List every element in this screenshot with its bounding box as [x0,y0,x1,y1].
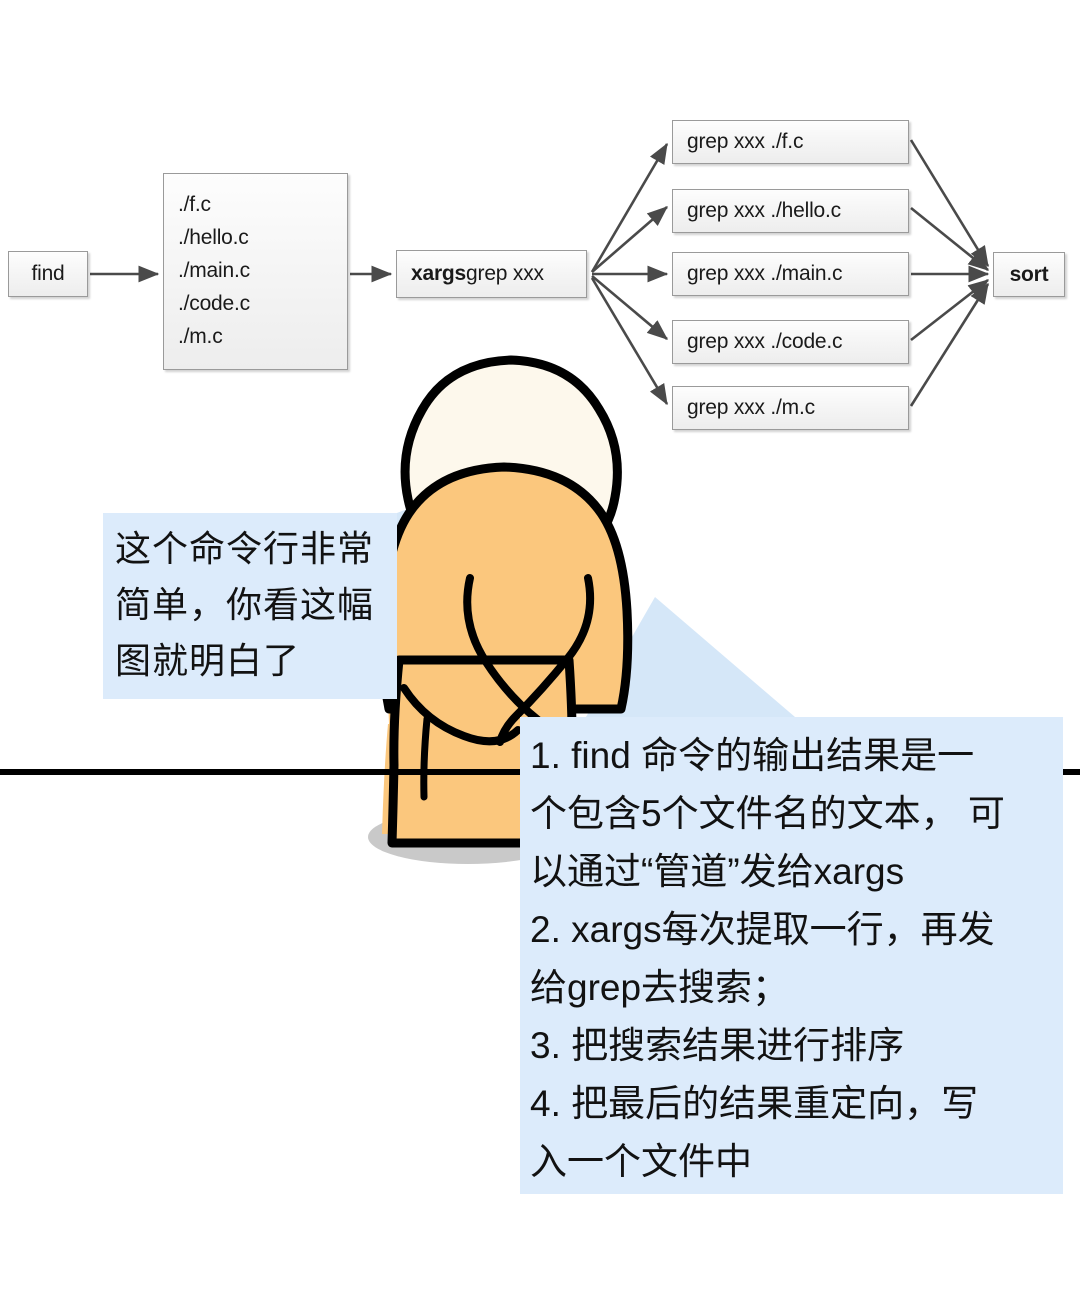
speech-main-line: 以通过“管道”发给xargs [530,851,905,892]
node-grep-command[interactable]: grep xxx ./hello.c [672,189,909,233]
file-list-item: ./main.c [178,259,250,282]
node-grep-command[interactable]: grep xxx ./f.c [672,120,909,164]
node-grep-command[interactable]: grep xxx ./m.c [672,386,909,430]
speech-main-line: 个包含5个文件名的文本， 可 [530,793,1005,834]
node-grep-label: grep xxx ./code.c [687,330,843,353]
robe-shoulders [378,462,633,714]
speech-left-line: 简单，你看这幅 [115,584,375,625]
file-list-item: ./hello.c [178,226,249,249]
file-list-item: ./m.c [178,325,223,348]
node-sort-label: sort [1009,262,1049,286]
speech-main-line: 4. 把最后的结果重定向，写 [530,1083,979,1124]
ear-left [431,474,461,520]
node-grep-label: grep xxx ./main.c [687,262,843,285]
speech-left-line: 图就明白了 [115,640,301,681]
speech-bubble-left: 这个命令行非常 简单，你看这幅 图就明白了 [103,513,397,699]
file-list-item: ./code.c [178,292,250,315]
node-file-list[interactable]: ./f.c ./hello.c ./main.c ./code.c ./m.c [163,173,348,370]
file-list-item: ./f.c [178,193,211,216]
speech-bubble-main: 1. find 命令的输出结果是一 个包含5个文件名的文本， 可 以通过“管道”… [520,717,1063,1194]
node-xargs-keyword: xargs [411,262,467,285]
speech-tail-left [397,484,470,575]
speech-main-line: 入一个文件中 [530,1141,752,1182]
node-grep-label: grep xxx ./m.c [687,396,815,419]
node-grep-label: grep xxx ./f.c [687,130,804,153]
speech-tail-right [586,597,795,717]
robe-fold [420,715,431,801]
ear-right [563,474,593,520]
speech-left-line: 这个命令行非常 [115,528,375,569]
node-find[interactable]: find [8,251,88,297]
hand-crease [400,684,522,746]
node-grep-command[interactable]: grep xxx ./main.c [672,252,909,296]
node-sort[interactable]: sort [993,252,1065,297]
node-xargs-args: grep xxx [466,262,544,285]
node-grep-command[interactable]: grep xxx ./code.c [672,320,909,364]
head [400,355,622,555]
node-find-label: find [31,262,65,285]
speech-main-line: 给grep去搜索； [530,967,790,1008]
speech-main-line: 3. 把搜索结果进行排序 [530,1025,905,1066]
node-grep-label: grep xxx ./hello.c [687,199,841,222]
node-xargs-command[interactable]: xargs grep xxx [396,250,587,298]
speech-main-line: 2. xargs每次提取一行，再发 [530,909,995,950]
speech-main-line: 1. find 命令的输出结果是一 [530,735,975,776]
